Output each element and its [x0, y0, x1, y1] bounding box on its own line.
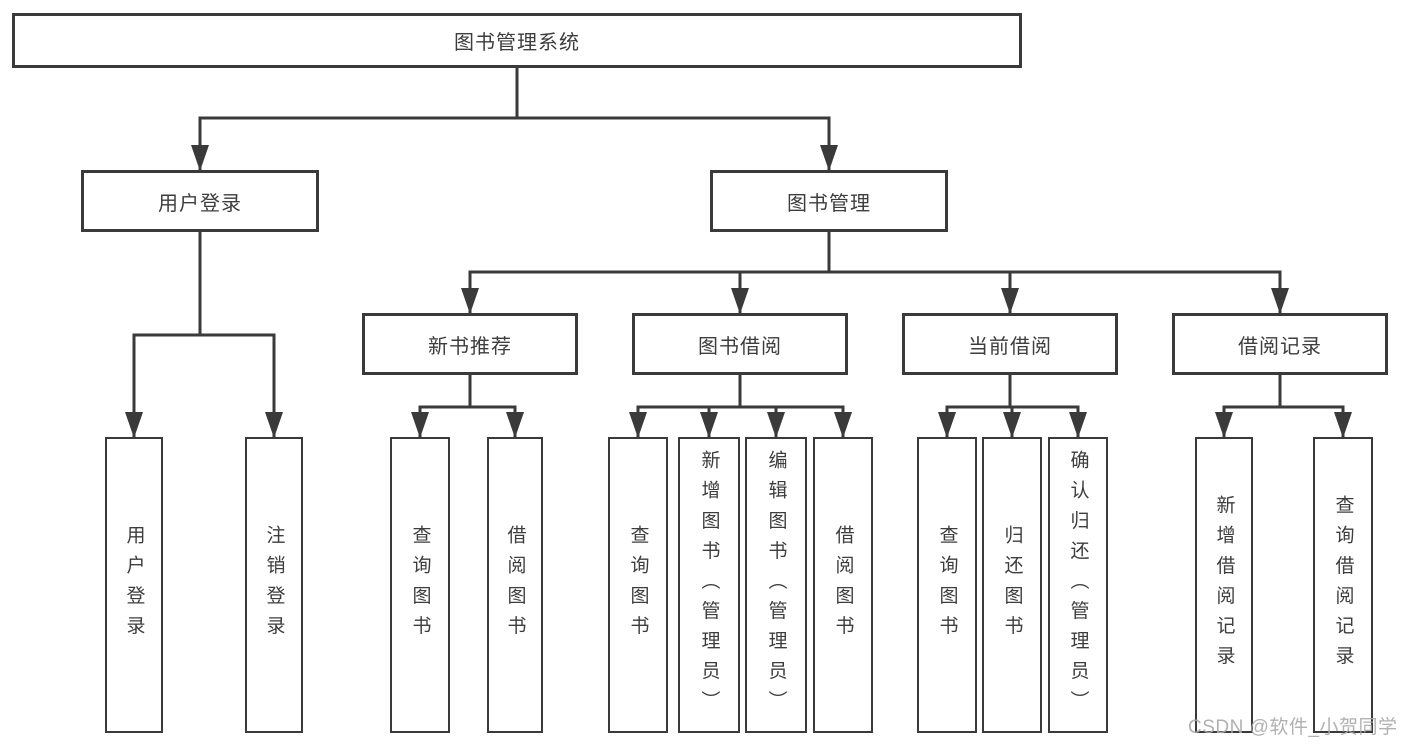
node-borrowing-records: 借阅记录 [1172, 313, 1388, 375]
leaf-query-books-recommend: 查询图书 [390, 437, 450, 733]
node-label: 查询借阅记录 [1332, 494, 1354, 676]
leaf-query-books-current: 查询图书 [917, 437, 977, 733]
node-user-login: 用户登录 [81, 170, 319, 232]
node-label: 图书借阅 [698, 335, 782, 358]
node-label: 当前借阅 [968, 335, 1052, 358]
leaf-borrow-books-borrowing: 借阅图书 [813, 437, 873, 733]
node-book-borrowing: 图书借阅 [632, 313, 848, 375]
node-library-management-system: 图书管理系统 [12, 13, 1022, 68]
leaf-add-book-admin: 新增图书（管理员） [678, 437, 740, 733]
leaf-return-book: 归还图书 [982, 437, 1042, 733]
node-label: 查询图书 [936, 524, 958, 646]
node-label: 借阅记录 [1238, 335, 1322, 358]
node-new-book-recommend: 新书推荐 [362, 313, 578, 375]
leaf-add-borrow-record: 新增借阅记录 [1195, 437, 1253, 733]
leaf-query-books-borrowing: 查询图书 [608, 437, 668, 733]
leaf-user-login: 用户登录 [105, 437, 163, 733]
leaf-confirm-return-admin: 确认归还（管理员） [1048, 437, 1108, 733]
node-label: 图书管理系统 [454, 32, 580, 54]
node-current-borrowing: 当前借阅 [902, 313, 1118, 375]
node-label: 编辑图书（管理员） [765, 449, 787, 721]
node-label: 图书管理 [787, 192, 871, 215]
node-label: 确认归还（管理员） [1067, 449, 1089, 721]
node-book-management: 图书管理 [710, 170, 948, 232]
node-label: 新增借阅记录 [1213, 494, 1235, 676]
node-label: 注销登录 [263, 524, 285, 646]
watermark: CSDN @软件_小贺同学 [1188, 717, 1398, 738]
leaf-logout: 注销登录 [245, 437, 303, 733]
node-label: 归还图书 [1001, 524, 1023, 646]
node-label: 用户登录 [123, 524, 145, 646]
node-label: 新书推荐 [428, 335, 512, 358]
node-label: 借阅图书 [504, 524, 526, 646]
node-label: 新增图书（管理员） [698, 449, 720, 721]
leaf-borrow-books-recommend: 借阅图书 [487, 437, 543, 733]
node-label: 查询图书 [409, 524, 431, 646]
leaf-edit-book-admin: 编辑图书（管理员） [745, 437, 807, 733]
node-label: 借阅图书 [832, 524, 854, 646]
node-label: 查询图书 [627, 524, 649, 646]
node-label: 用户登录 [158, 192, 242, 215]
leaf-query-borrow-record: 查询借阅记录 [1313, 437, 1373, 733]
